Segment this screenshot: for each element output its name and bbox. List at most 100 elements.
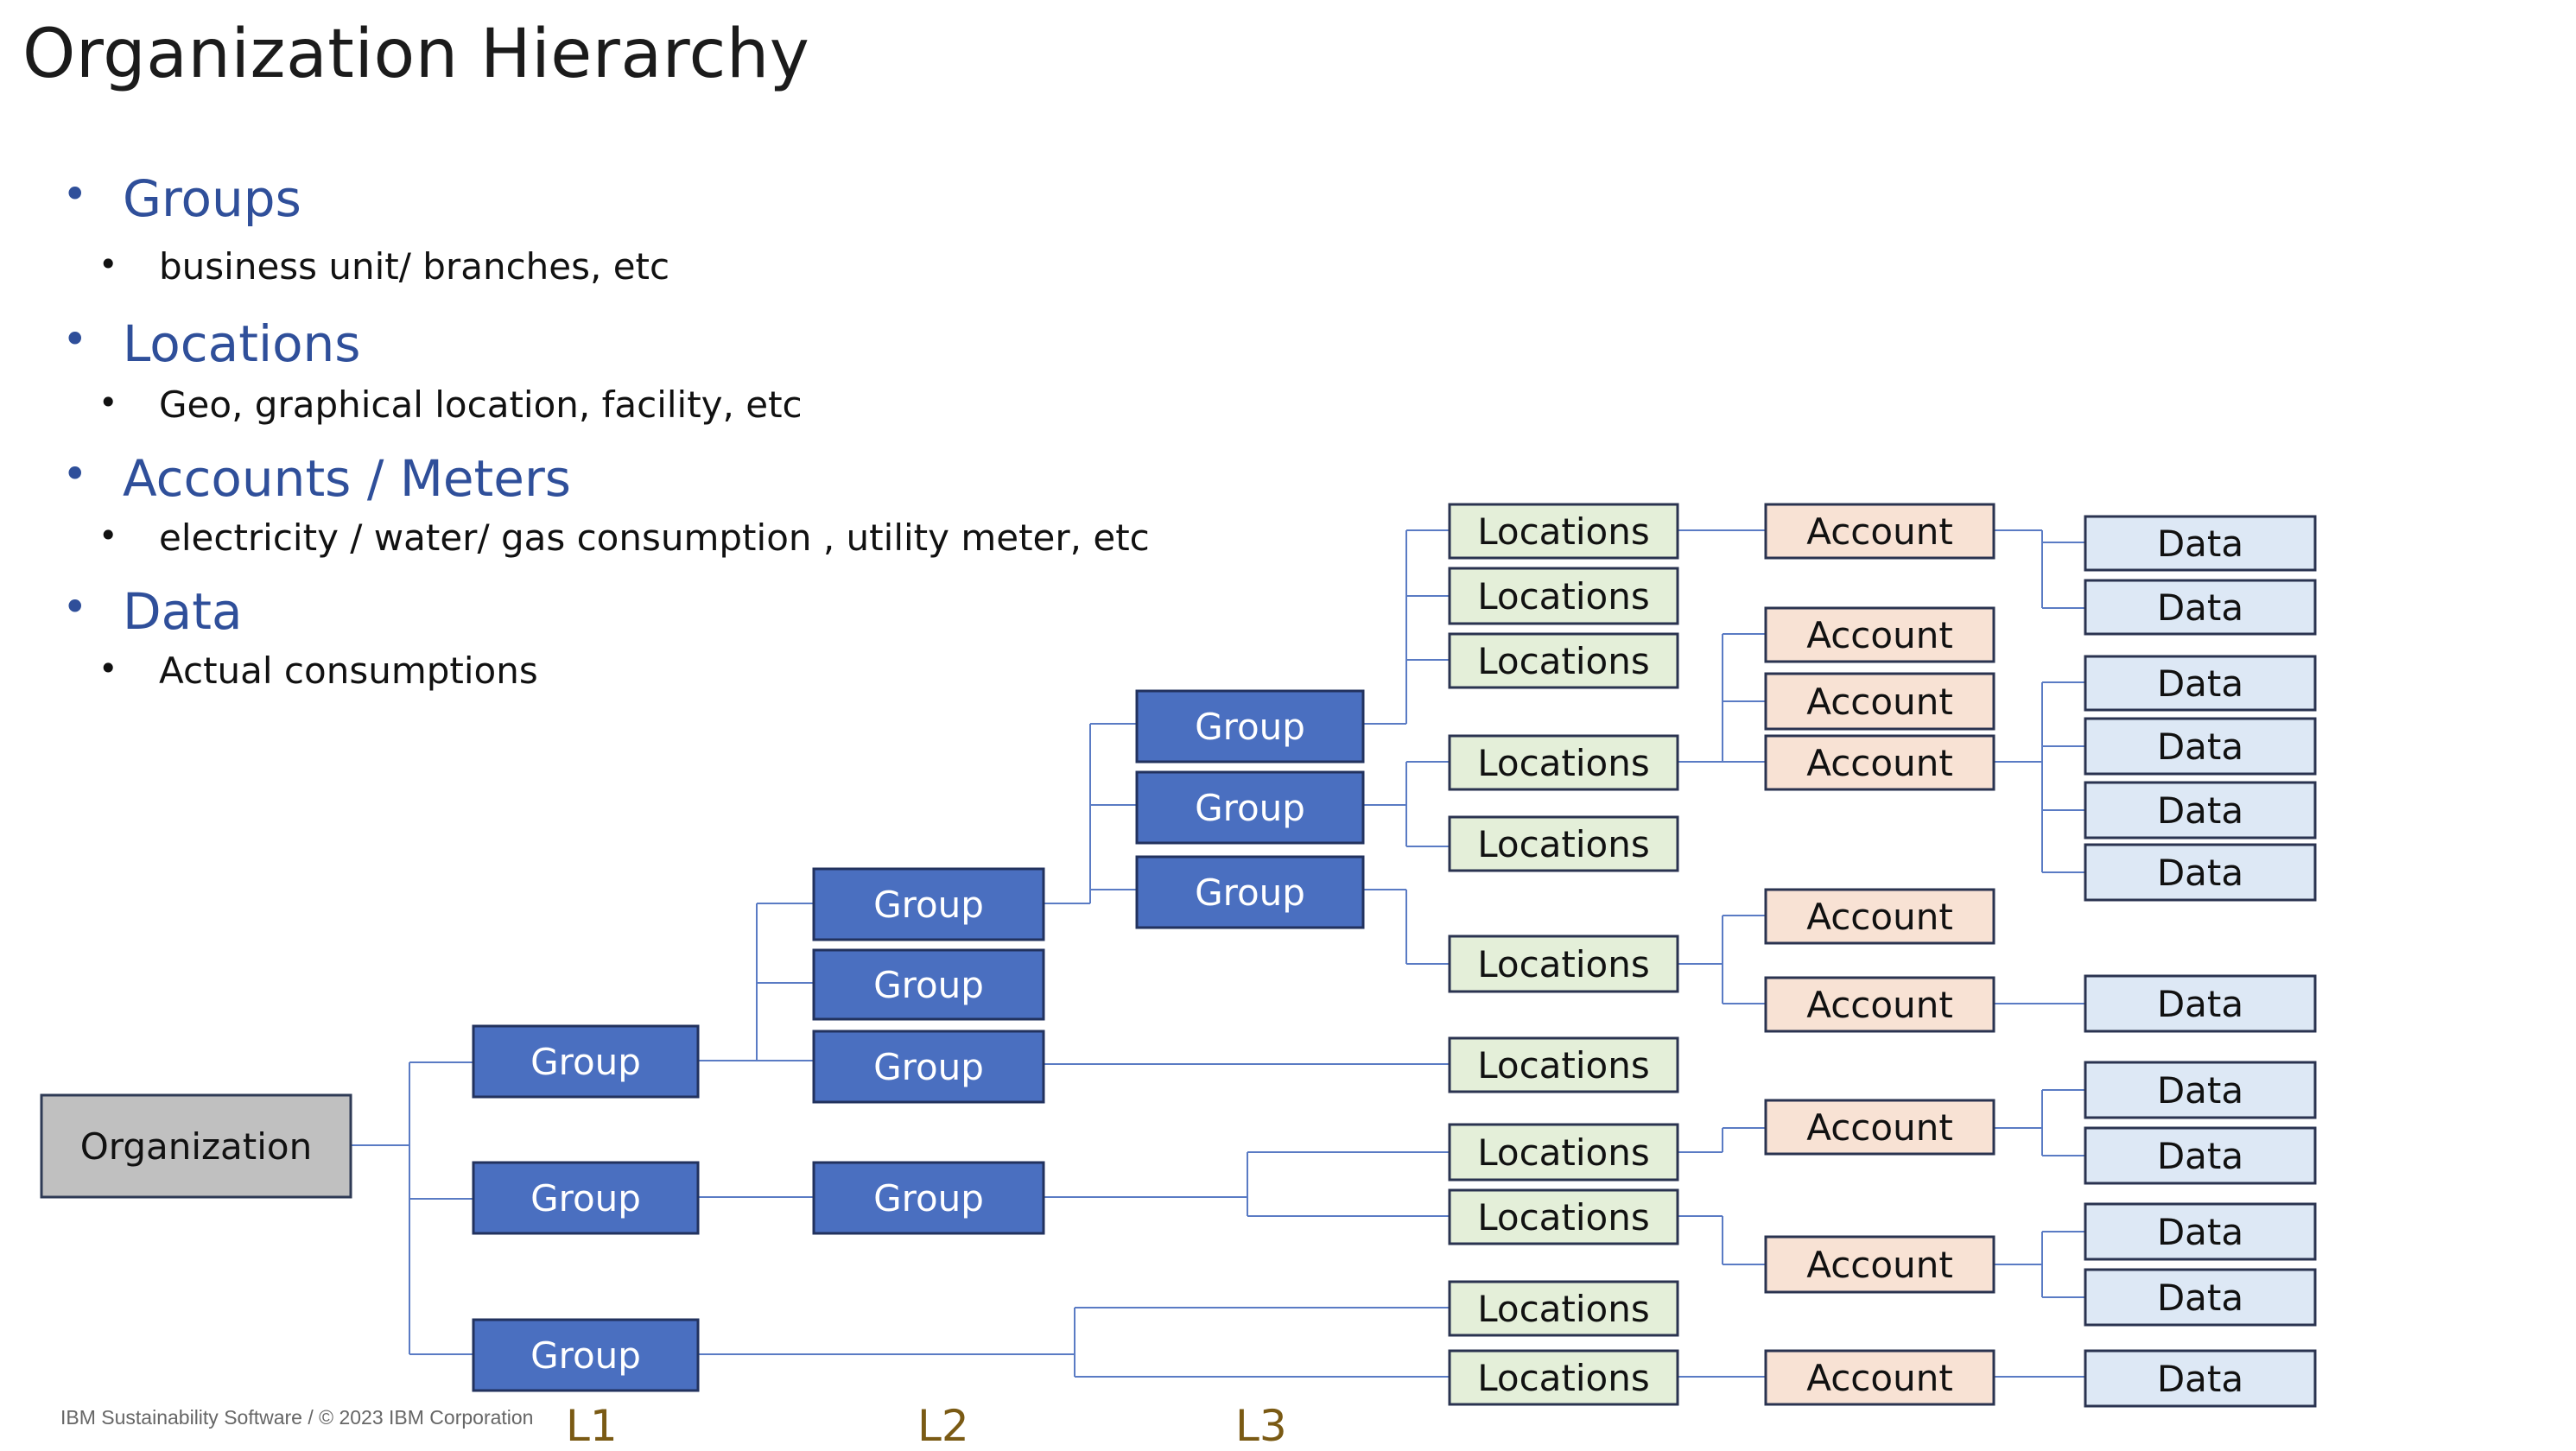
- bullet-dot-icon: •: [62, 314, 88, 364]
- account-node-label: Account: [1806, 896, 1953, 938]
- group-node: Group: [1135, 689, 1365, 764]
- account-node-label: Account: [1806, 742, 1953, 784]
- data-node: Data: [2084, 781, 2317, 840]
- locations-node-box: [1448, 734, 1679, 791]
- group-node-label: Group: [873, 884, 984, 926]
- data-node-box: [2084, 579, 2317, 636]
- data-node-box: [2084, 781, 2317, 840]
- group-node: Group: [812, 1030, 1045, 1104]
- bullet-data: • Data: [62, 582, 243, 641]
- sub-bullet-locations: • Geo, graphical location, facility, etc: [98, 383, 803, 426]
- bullet-accounts-meters: • Accounts / Meters: [62, 449, 572, 508]
- locations-node-label: Locations: [1477, 510, 1650, 553]
- account-node-label: Account: [1806, 1357, 1953, 1399]
- group-node-label: Group: [530, 1177, 641, 1220]
- group-node: Group: [812, 1161, 1045, 1235]
- account-node: Account: [1764, 672, 1995, 731]
- account-node-box: [1764, 1099, 1995, 1156]
- data-node: Data: [2084, 717, 2317, 776]
- locations-node: Locations: [1448, 632, 1679, 689]
- data-node-box: [2084, 1061, 2317, 1119]
- group-node-label: Group: [530, 1334, 641, 1377]
- level-label-l3: L3: [1235, 1401, 1287, 1451]
- group-node-label: Group: [873, 1177, 984, 1220]
- organization-node-box: [40, 1093, 352, 1199]
- account-node-label: Account: [1806, 681, 1953, 723]
- bullet-groups: • Groups: [62, 169, 301, 228]
- account-node-box: [1764, 1235, 1995, 1294]
- level-label-l2: L2: [917, 1401, 969, 1451]
- locations-node: Locations: [1448, 1349, 1679, 1406]
- group-node: Group: [472, 1161, 700, 1235]
- group-node-label: Group: [1195, 871, 1305, 914]
- account-node-box: [1764, 606, 1995, 663]
- data-node: Data: [2084, 579, 2317, 636]
- bullet-heading: Accounts / Meters: [123, 449, 572, 508]
- locations-node-box: [1448, 1036, 1679, 1093]
- data-node: Data: [2084, 655, 2317, 712]
- group-node-box: [812, 1161, 1045, 1235]
- group-node-label: Group: [1195, 787, 1305, 829]
- account-node-label: Account: [1806, 510, 1953, 553]
- group-node-box: [472, 1024, 700, 1099]
- bullet-heading: Groups: [123, 169, 301, 228]
- data-node-label: Data: [2157, 789, 2243, 832]
- bullet-dot-icon: •: [98, 516, 118, 554]
- group-node: Group: [472, 1024, 700, 1099]
- bullet-dot-icon: •: [98, 649, 118, 687]
- data-node: Data: [2084, 1349, 2317, 1408]
- data-node-label: Data: [2157, 1069, 2243, 1112]
- organization-node-label: Organization: [80, 1125, 313, 1168]
- group-node-box: [1135, 770, 1365, 845]
- account-node-box: [1764, 976, 1995, 1033]
- bullet-locations: • Locations: [62, 314, 361, 373]
- locations-node-label: Locations: [1477, 943, 1650, 985]
- locations-node: Locations: [1448, 1036, 1679, 1093]
- locations-node-box: [1448, 815, 1679, 872]
- group-node-label: Group: [1195, 706, 1305, 748]
- locations-node-box: [1448, 1123, 1679, 1182]
- bullet-text: Geo, graphical location, facility, etc: [159, 383, 803, 426]
- account-node: Account: [1764, 1349, 1995, 1406]
- group-node-label: Group: [530, 1041, 641, 1083]
- sub-bullet-accounts-meters: • electricity / water/ gas consumption ,…: [98, 516, 1150, 559]
- account-node-box: [1764, 1349, 1995, 1406]
- data-node-label: Data: [2157, 1277, 2243, 1319]
- bullet-dot-icon: •: [62, 169, 88, 219]
- data-node-box: [2084, 1202, 2317, 1261]
- account-node-box: [1764, 734, 1995, 791]
- data-node-label: Data: [2157, 523, 2243, 565]
- group-node-label: Group: [873, 964, 984, 1006]
- group-node: Group: [472, 1318, 700, 1392]
- locations-node: Locations: [1448, 815, 1679, 872]
- account-node-label: Account: [1806, 1244, 1953, 1286]
- bullet-dot-icon: •: [62, 582, 88, 632]
- data-node: Data: [2084, 843, 2317, 902]
- bullet-text: business unit/ branches, etc: [159, 245, 670, 288]
- locations-node: Locations: [1448, 503, 1679, 560]
- group-node: Group: [1135, 855, 1365, 929]
- data-node-label: Data: [2157, 1358, 2243, 1400]
- account-node: Account: [1764, 1235, 1995, 1294]
- data-node-box: [2084, 1126, 2317, 1185]
- data-node-label: Data: [2157, 586, 2243, 629]
- level-label-l1: L1: [566, 1401, 618, 1451]
- data-node-box: [2084, 1268, 2317, 1327]
- data-node-box: [2084, 515, 2317, 572]
- data-node-label: Data: [2157, 726, 2243, 768]
- data-node-box: [2084, 843, 2317, 902]
- locations-node-box: [1448, 503, 1679, 560]
- bullet-dot-icon: •: [98, 383, 118, 421]
- locations-node: Locations: [1448, 567, 1679, 625]
- account-node-box: [1764, 503, 1995, 560]
- bullet-text: electricity / water/ gas consumption , u…: [159, 516, 1150, 559]
- locations-node-box: [1448, 567, 1679, 625]
- group-node: Group: [1135, 770, 1365, 845]
- data-node: Data: [2084, 1202, 2317, 1261]
- locations-node-label: Locations: [1477, 742, 1650, 784]
- data-node-label: Data: [2157, 1135, 2243, 1177]
- data-node-box: [2084, 974, 2317, 1033]
- group-node: Group: [812, 948, 1045, 1021]
- data-node: Data: [2084, 974, 2317, 1033]
